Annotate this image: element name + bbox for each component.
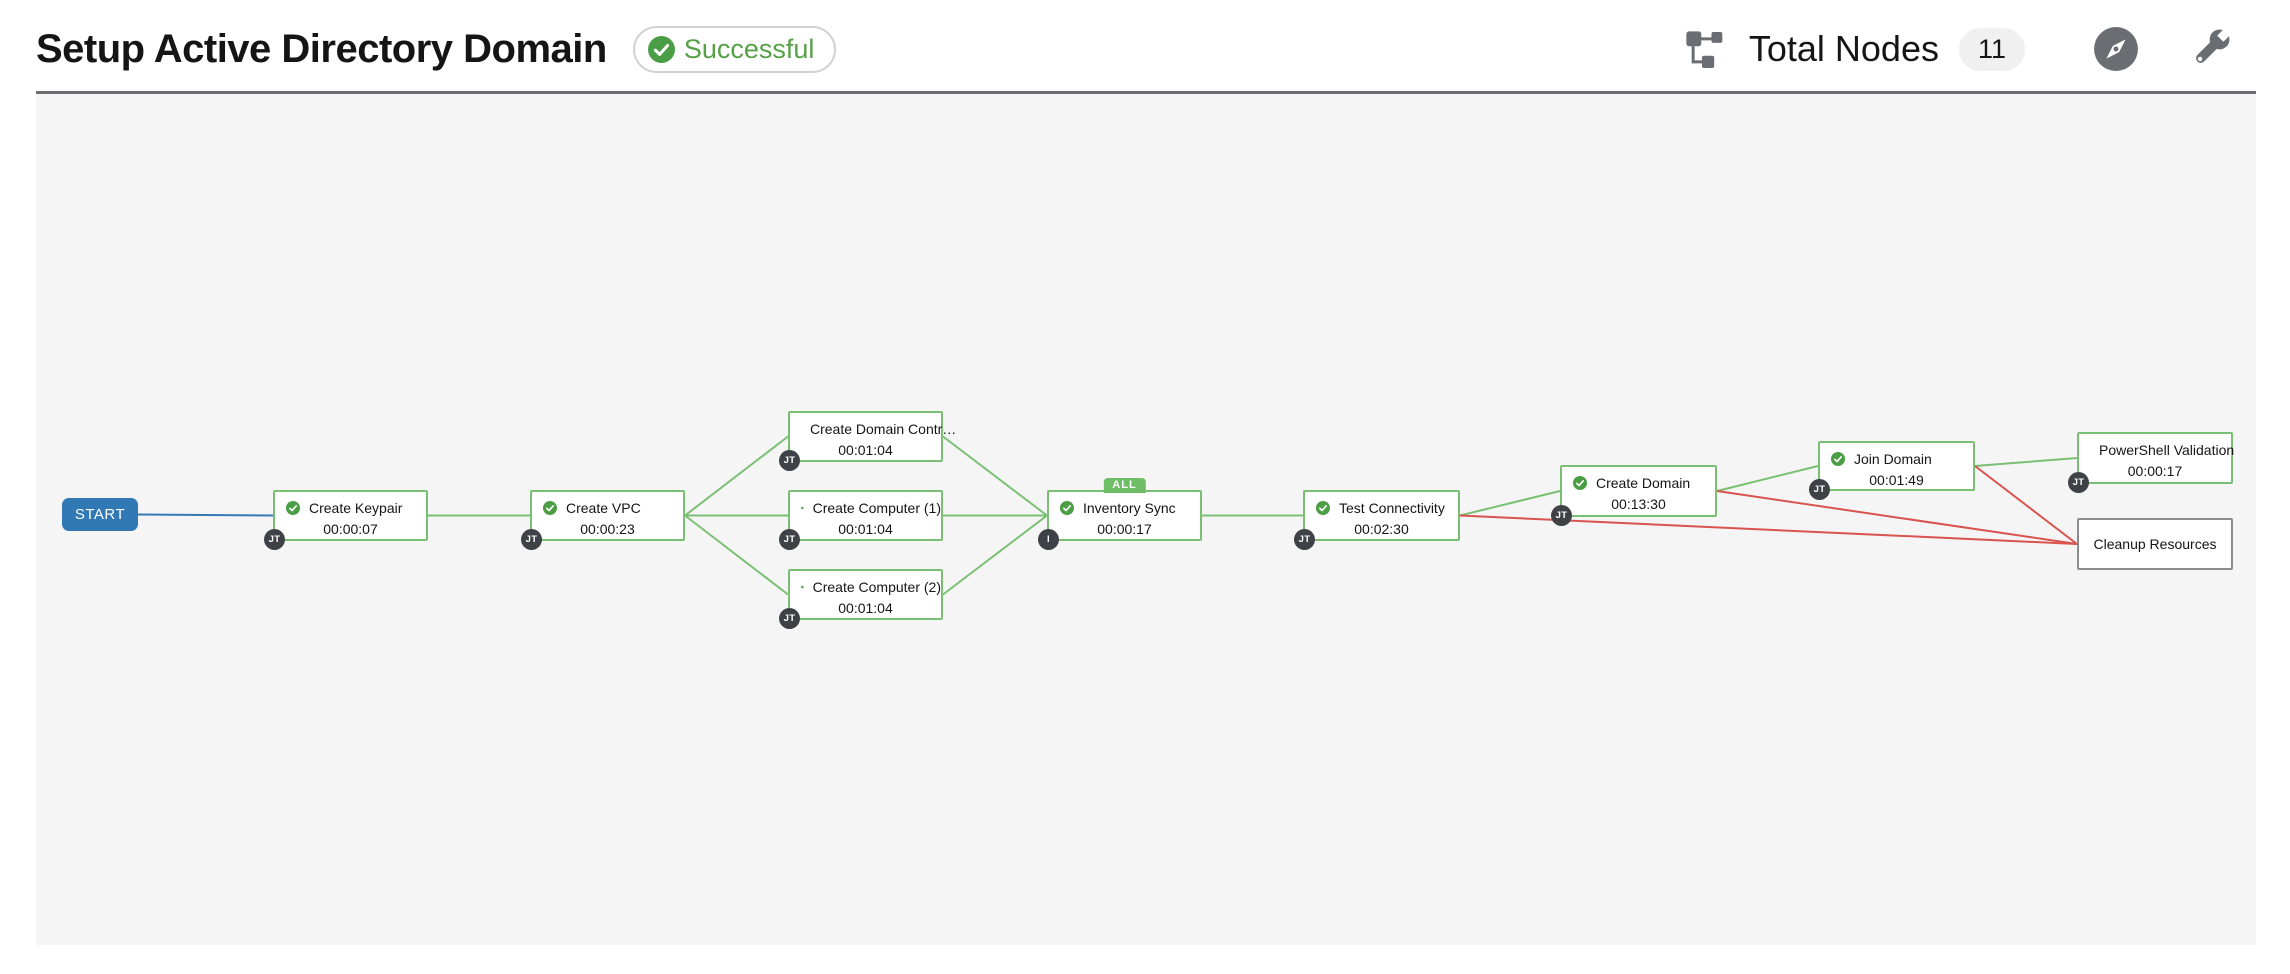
topology-icon: [1686, 31, 1723, 68]
node-label: Join Domain: [1854, 451, 1932, 467]
node-label: Create Computer (1): [812, 500, 941, 516]
node-elapsed-time: 00:00:23: [580, 521, 635, 537]
node-title-row: Test Connectivity: [1305, 500, 1458, 516]
edge-join_domain-cleanup_resources: [1974, 465, 2078, 545]
node-title-row: Create Domain Contr…: [790, 421, 956, 437]
node-title-row: Inventory Sync: [1049, 500, 1200, 516]
settings-wrench-button[interactable]: [2185, 24, 2235, 74]
node-elapsed-time: 00:00:17: [1097, 521, 1152, 537]
status-badge-label: Successful: [683, 33, 815, 64]
node-elapsed-time: 00:01:49: [1869, 472, 1924, 488]
node-elapsed-time: 00:00:07: [323, 521, 378, 537]
edge-create_domain_controller-inventory_sync: [942, 435, 1048, 517]
node-type-badge: JT: [779, 450, 800, 471]
node-title-row: Create Computer (1): [790, 500, 941, 516]
node-label: Create VPC: [566, 500, 641, 516]
start-node[interactable]: START: [62, 498, 138, 531]
total-nodes-label: Total Nodes: [1748, 28, 1939, 69]
node-elapsed-time: 00:01:04: [838, 521, 893, 537]
node-success-check-icon: [286, 501, 300, 515]
edge-create_vpc-create_computer_2: [684, 514, 789, 596]
all-convergence-badge: ALL: [1103, 478, 1146, 493]
header-right-cluster: Total Nodes 11: [1685, 24, 2235, 74]
edge-create_computer_2-inventory_sync: [942, 514, 1048, 596]
edge-start-create_keypair: [137, 513, 274, 517]
edge-test_connectivity-create_domain: [1459, 490, 1561, 517]
workflow-node-cleanup_resources[interactable]: Cleanup Resources: [2077, 518, 2233, 570]
node-success-check-icon: [801, 585, 804, 589]
node-type-badge: JT: [1809, 479, 1830, 500]
node-label: PowerShell Validation: [2099, 442, 2235, 458]
node-title-row: PowerShell Validation: [2079, 442, 2235, 458]
node-type-badge: JT: [1551, 505, 1572, 526]
node-label: Create Keypair: [309, 500, 403, 516]
node-label: Inventory Sync: [1083, 500, 1176, 516]
status-badge: Successful: [632, 25, 837, 73]
node-type-badge: JT: [1294, 529, 1315, 550]
node-success-check-icon: [1060, 501, 1074, 515]
node-type-badge: JT: [2068, 472, 2089, 493]
node-type-badge: JT: [521, 529, 542, 550]
node-success-check-icon: [1831, 452, 1845, 466]
workflow-node-join_domain[interactable]: Join Domain 00:01:49 JT: [1809, 441, 1975, 500]
node-elapsed-time: 00:01:04: [838, 600, 893, 616]
node-success-check-icon: [1316, 501, 1330, 515]
node-success-check-icon: [543, 501, 557, 515]
success-check-icon: [647, 35, 675, 63]
node-label: Create Domain: [1596, 475, 1691, 491]
node-label: Create Computer (2): [812, 579, 941, 595]
node-elapsed-time: 00:13:30: [1611, 496, 1666, 512]
compass-icon: [2094, 27, 2138, 71]
total-nodes-count: 11: [1958, 27, 2025, 71]
node-title-row: Create Domain: [1562, 475, 1715, 491]
page-title: Setup Active Directory Domain: [36, 26, 607, 71]
node-success-check-icon: [1573, 476, 1587, 490]
node-type-badge: I: [1038, 529, 1059, 550]
node-type-badge: JT: [264, 529, 285, 550]
header-divider: [36, 91, 2256, 94]
edge-create_domain-join_domain: [1716, 465, 1819, 492]
node-title-row: Join Domain: [1820, 451, 1973, 467]
node-label: Test Connectivity: [1339, 500, 1445, 516]
node-label: Create Domain Contr…: [810, 421, 957, 437]
edge-create_domain-cleanup_resources: [1716, 490, 2078, 545]
node-label: Cleanup Resources: [2093, 536, 2217, 552]
compass-button[interactable]: [2093, 26, 2139, 72]
node-success-check-icon: [801, 506, 804, 510]
edge-join_domain-powershell_validation: [1974, 457, 2078, 467]
node-type-badge: JT: [779, 608, 800, 629]
node-elapsed-time: 00:02:30: [1354, 521, 1409, 537]
node-title-row: Create Computer (2): [790, 579, 941, 595]
node-elapsed-time: 00:01:04: [838, 442, 893, 458]
node-title-row: Create VPC: [532, 500, 683, 516]
node-elapsed-time: 00:00:17: [2127, 463, 2183, 479]
wrench-icon: [2196, 28, 2231, 63]
node-type-badge: JT: [779, 529, 800, 550]
node-title-row: Create Keypair: [275, 500, 426, 516]
edge-create_vpc-create_domain_controller: [684, 435, 789, 517]
header: Setup Active Directory Domain Successful…: [0, 0, 2290, 92]
workflow-edges: [137, 435, 2078, 596]
